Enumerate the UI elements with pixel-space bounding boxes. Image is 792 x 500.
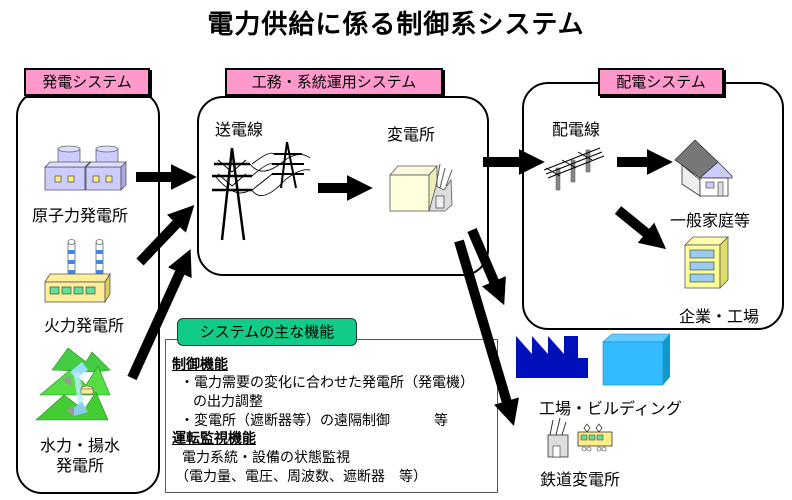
distribution-system-panel xyxy=(522,82,784,330)
nuclear-plant-label: 原子力発電所 xyxy=(32,206,129,225)
control-item-1-line-2: の出力調整 xyxy=(193,394,263,410)
monitor-line-2: （電力量、電圧、周波数、遮断器 等） xyxy=(175,469,427,485)
arrow-substation-to-factory xyxy=(467,228,506,306)
nuclear-plant-icon xyxy=(44,145,127,191)
railway-substation-label: 鉄道変電所 xyxy=(540,470,621,489)
control-item-2-suffix: 等 xyxy=(434,413,448,429)
factory-building-label: 工場・ビルディング xyxy=(539,399,682,418)
arrow-hydro-to-transmission xyxy=(127,249,192,381)
hydro-plant-label-line-1: 水力・揚水 xyxy=(39,436,120,455)
control-item-2: ・変電所（遮断器等）の遠隔制御 xyxy=(180,413,390,429)
diagram-title: 電力供給に係る制御系システム xyxy=(207,10,585,40)
transmission-line-label: 送電線 xyxy=(215,120,264,139)
functions-tag: システムの主な機能 xyxy=(177,318,357,346)
operation-system-tag: 工務・系統運用システム xyxy=(225,68,443,96)
business-factory-label: 企業・工場 xyxy=(679,307,760,326)
generation-system-tag: 発電システム xyxy=(24,68,150,96)
train-icon xyxy=(577,423,613,452)
household-label: 一般家庭等 xyxy=(670,211,751,230)
thermal-plant-label: 火力発電所 xyxy=(44,316,125,335)
arrow-thermal-to-transmission xyxy=(136,204,195,266)
distribution-line-label: 配電線 xyxy=(552,120,601,139)
office-building-icon xyxy=(684,236,729,289)
hydro-plant-label-line-2: 発電所 xyxy=(55,456,104,475)
hydro-plant-icon xyxy=(35,347,111,421)
blue-building-icon xyxy=(602,333,671,386)
distribution-line-icon xyxy=(543,147,605,191)
house-icon xyxy=(674,139,733,197)
transmission-tower-icon xyxy=(212,141,311,241)
control-heading: 制御機能 xyxy=(172,357,228,373)
thermal-plant-icon xyxy=(44,239,111,304)
monitor-line-1: 電力系統・設備の状態監視 xyxy=(182,450,350,466)
control-item-1-line-1: ・電力需要の変化に合わせた発電所（発電機） xyxy=(180,375,474,391)
substation-icon xyxy=(389,163,453,212)
arrow-distribution-to-office xyxy=(614,206,667,250)
factory-icon xyxy=(516,336,588,378)
monitor-heading: 運転監視機能 xyxy=(172,431,256,447)
arrow-substation-to-railway xyxy=(454,239,519,426)
substation-label: 変電所 xyxy=(387,125,436,144)
functions-box xyxy=(165,339,498,493)
distribution-system-tag: 配電システム xyxy=(598,68,724,96)
railway-substation-icon xyxy=(547,417,569,458)
